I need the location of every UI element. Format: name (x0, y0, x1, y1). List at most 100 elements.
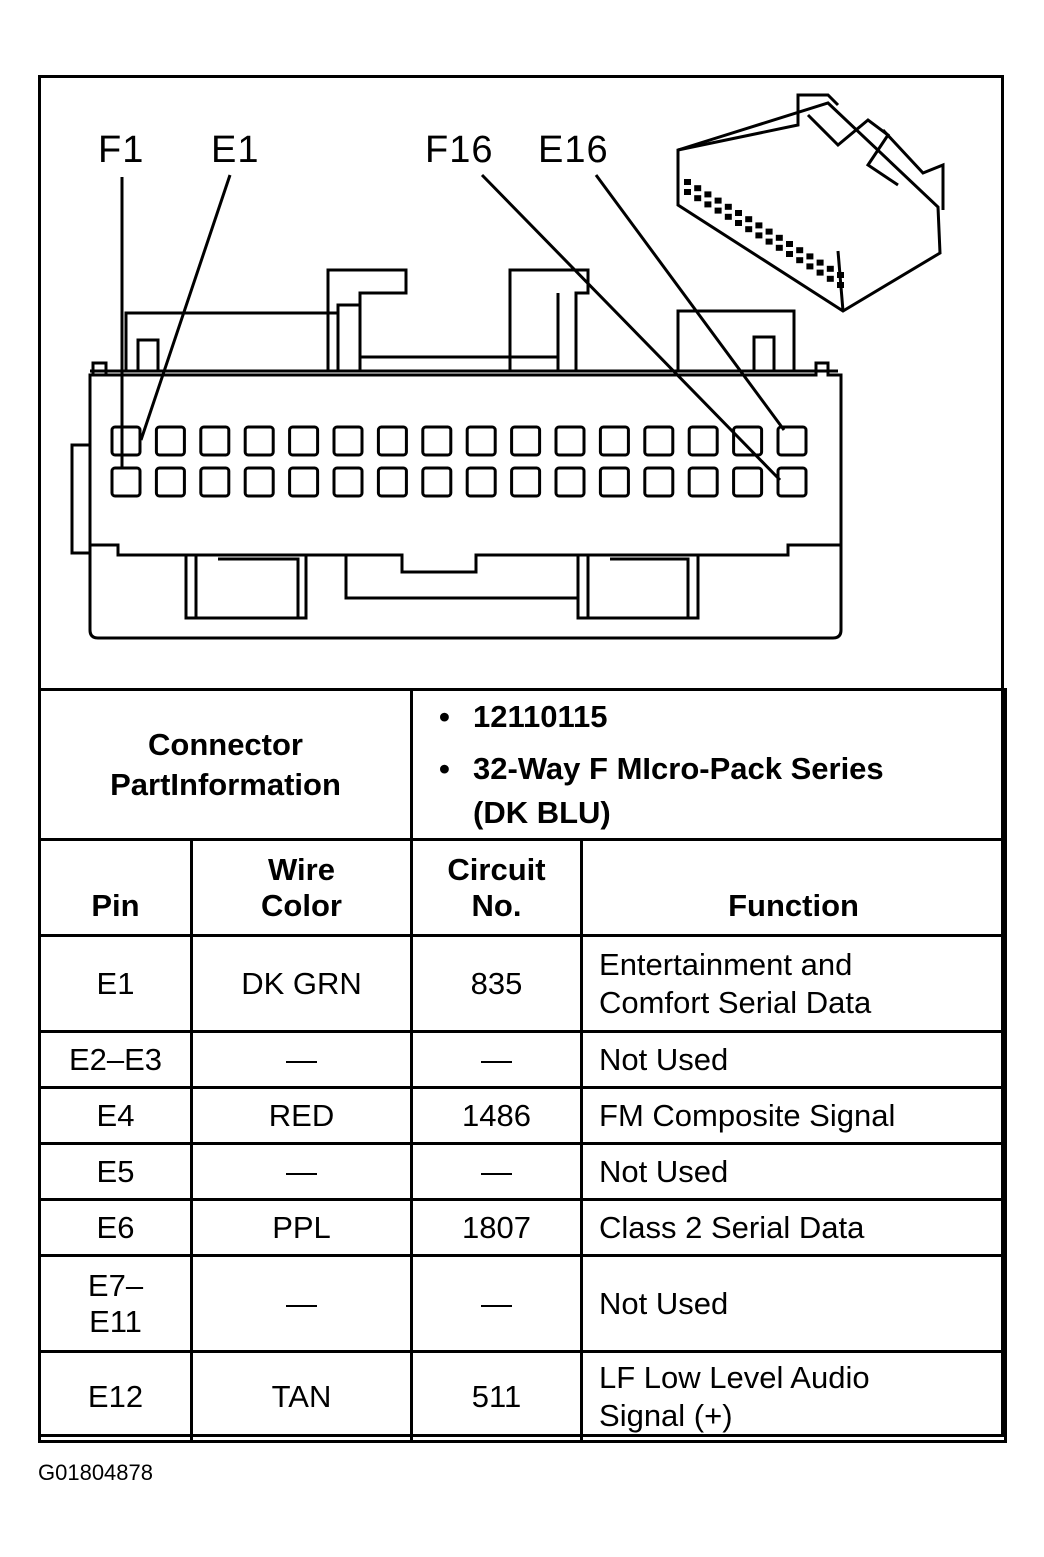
pin-cell: E4 (38, 1086, 193, 1145)
pin-cell: E6 (38, 1198, 193, 1257)
pin-cell: E12 (38, 1350, 193, 1443)
function-cell: Not Used (580, 1142, 1008, 1201)
callout-e1: E1 (211, 129, 260, 171)
inset-pin (837, 272, 844, 278)
part-info-label-line2: PartInformation (110, 766, 341, 802)
callout-f1: F1 (98, 129, 145, 171)
inset-pin (837, 282, 844, 288)
inset-pin (765, 238, 773, 245)
pin-cavity-f13 (643, 466, 675, 498)
wire-color-cell: — (189, 1142, 414, 1201)
pin-cavity-f6 (332, 466, 364, 498)
inset-pin (745, 226, 753, 233)
pin-cavity-f1 (110, 466, 142, 498)
pin-cavity-e8 (421, 425, 453, 457)
wire-color-cell: — (189, 1030, 414, 1089)
pin-cavity-e13 (643, 425, 675, 457)
leader-f16 (480, 173, 782, 482)
circuit-cell: 511 (410, 1350, 584, 1443)
table-row: E4 RED 1486 FM Composite Signal (38, 1086, 1008, 1145)
pin-cavity-e16 (776, 425, 808, 457)
connector-body-outline (88, 361, 843, 640)
figure-id: G01804878 (38, 1460, 153, 1485)
pin-cavity-f4 (243, 466, 275, 498)
circuit-cell: 835 (410, 934, 584, 1033)
table-row: E2–E3 — — Not Used (38, 1030, 1008, 1089)
bottom-recess (90, 543, 841, 574)
pin-cavity-e9 (465, 425, 497, 457)
table-row: E5 — — Not Used (38, 1142, 1008, 1201)
pin-cell: E1 (38, 934, 193, 1033)
leader-e1 (139, 174, 232, 441)
table-row: E6 PPL 1807 Class 2 Serial Data (38, 1198, 1008, 1257)
connector-shell (124, 311, 340, 371)
inset-pin (714, 207, 722, 214)
inset-pin (775, 244, 783, 251)
inset-pin (806, 263, 814, 270)
pin-cavity-e4 (243, 425, 275, 457)
inset-pin (755, 232, 763, 239)
pin-cavity-f15 (732, 466, 764, 498)
callout-e16: E16 (538, 129, 609, 171)
circuit-cell: 1486 (410, 1086, 584, 1145)
part-description: 32-Way F MIcro-Pack Series (439, 747, 1004, 791)
header-function: Function (580, 838, 1008, 937)
pin-cell: E5 (38, 1142, 193, 1201)
pin-cavity-e12 (598, 425, 630, 457)
pin-cavity-f2 (154, 466, 186, 498)
pin-cavity-e2 (154, 425, 186, 457)
inset-pin (704, 191, 712, 198)
part-info-label-line1: Connector (148, 726, 303, 762)
pin-cavity-f10 (510, 466, 542, 498)
inset-pin (704, 201, 712, 208)
table-row: E7–E11 — — Not Used (38, 1254, 1008, 1353)
connector-face-drawing (70, 93, 945, 640)
pin-cavity-f11 (554, 466, 586, 498)
inset-pin-rows (684, 179, 844, 288)
header-pin: Pin (38, 838, 193, 937)
part-info-value: 12110115 32-Way F MIcro-Pack Series (DK … (410, 688, 1008, 841)
pin-cavity-f14 (687, 466, 719, 498)
pin-cavity-f8 (421, 466, 453, 498)
inset-pin (735, 210, 742, 216)
pin-cavity-e5 (288, 425, 320, 457)
inset-pin (694, 195, 702, 202)
function-cell: Not Used (580, 1030, 1008, 1089)
inset-pin (694, 185, 702, 192)
inset-pin (765, 228, 773, 235)
pin-cavity-f3 (199, 466, 231, 498)
inset-pin (684, 179, 691, 185)
wire-color-cell: RED (189, 1086, 414, 1145)
wire-color-cell: TAN (189, 1350, 414, 1443)
pin-cavity-f16 (776, 466, 808, 498)
pin-cavity-f7 (376, 466, 408, 498)
wire-color-cell: PPL (189, 1198, 414, 1257)
inset-pin (724, 203, 732, 210)
circuit-cell: — (410, 1142, 584, 1201)
function-cell: Class 2 Serial Data (580, 1198, 1008, 1257)
leader-lines (120, 173, 786, 482)
inset-pin (745, 216, 753, 223)
inset-pin (735, 220, 742, 226)
part-description-line2: (DK BLU) (473, 794, 611, 830)
inset-pin (826, 275, 834, 282)
pin-cell: E7–E11 (38, 1254, 193, 1353)
inset-pin (786, 241, 793, 247)
pin-cavity-f9 (465, 466, 497, 498)
pin-cavity-e11 (554, 425, 586, 457)
callout-f16: F16 (425, 129, 494, 171)
pin-cavity-f12 (598, 466, 630, 498)
pin-cavity-e15 (732, 425, 764, 457)
pin-cell: E2–E3 (38, 1030, 193, 1089)
inset-pin (755, 222, 763, 229)
wire-color-cell: — (189, 1254, 414, 1353)
circuit-cell: — (410, 1254, 584, 1353)
connector-diagram: F1 E1 F16 E16 (38, 75, 1004, 689)
pin-cavity-e14 (687, 425, 719, 457)
inset-pin (786, 251, 793, 257)
